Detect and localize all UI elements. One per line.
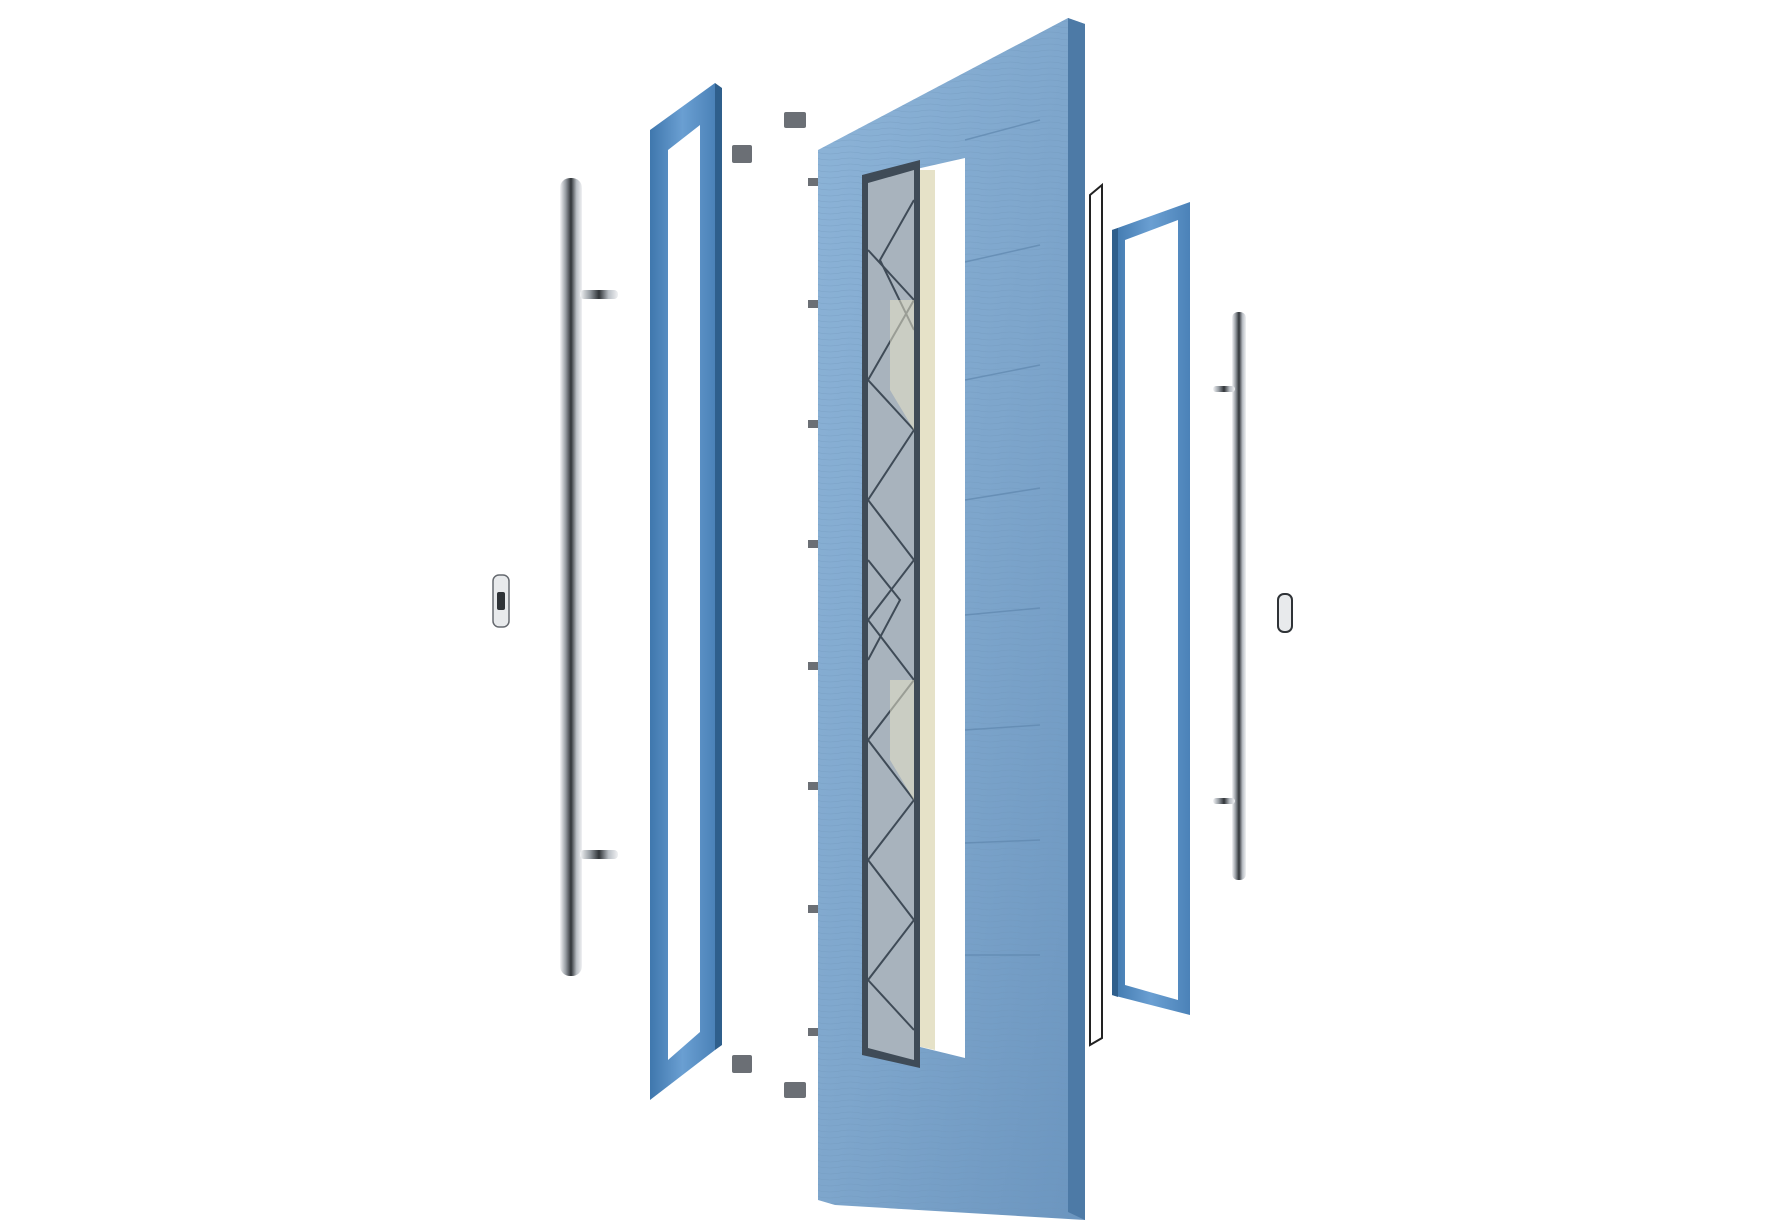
- pull-handle-left: [560, 178, 618, 976]
- glazing-seal: [1089, 182, 1103, 1047]
- thumb-turn-right: [1277, 593, 1293, 633]
- glazing-frame-outer: [650, 83, 722, 1100]
- escutcheon-left: [492, 574, 510, 628]
- door-slab: [818, 18, 1085, 1220]
- decorative-glass-unit: [862, 160, 920, 1068]
- pull-handle-right: [1213, 312, 1246, 880]
- glazing-frame-inner: [1112, 202, 1190, 1015]
